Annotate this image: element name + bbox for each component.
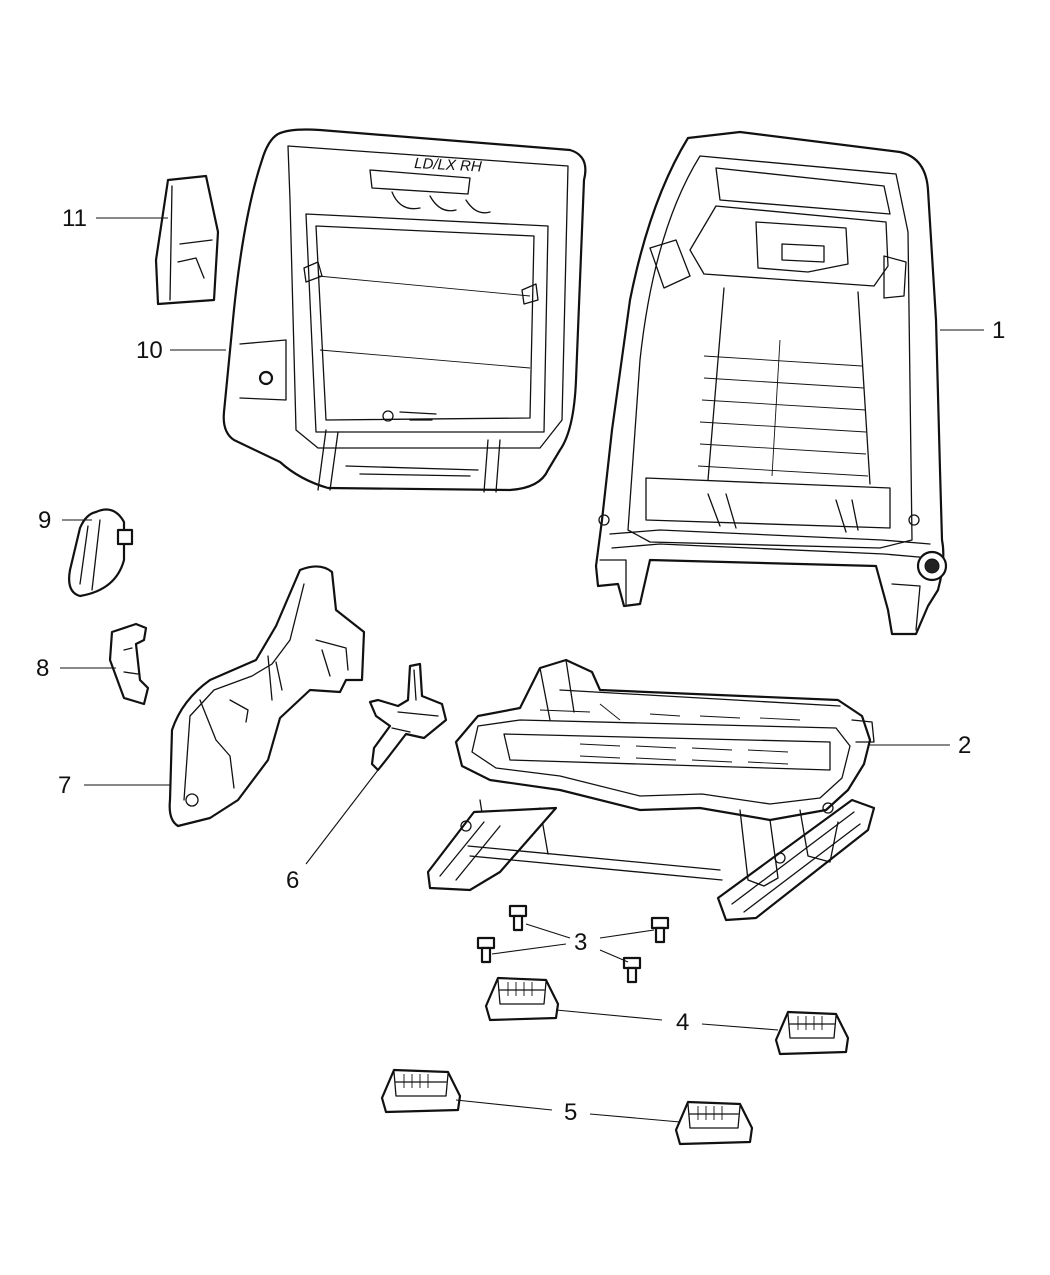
- leader-3: [491, 923, 655, 963]
- part-8-bracket: [108, 622, 150, 706]
- part-3-bolt-b: [476, 936, 496, 964]
- part-10-seat-back-panel: LD/LX RH: [222, 128, 587, 493]
- stamp-text: LD/LX RH: [414, 155, 482, 176]
- part-2-seat-cushion-frame: [426, 658, 876, 922]
- part-4-foot-cover-right: [774, 1010, 850, 1056]
- callout-10: 10: [136, 337, 163, 364]
- callout-1: 1: [992, 317, 1005, 344]
- part-1-seat-back-frame: [594, 130, 948, 636]
- leader-5: [455, 1099, 681, 1123]
- callout-9: 9: [38, 507, 51, 534]
- part-5-foot-cover-left: [380, 1068, 462, 1114]
- part-11-trim-pad: [154, 174, 220, 306]
- leader-6: [305, 769, 379, 865]
- callout-3: 3: [574, 929, 587, 956]
- callout-2: 2: [958, 732, 971, 759]
- callout-11: 11: [62, 205, 87, 232]
- part-7-side-shield: [168, 565, 366, 828]
- part-3-bolt-a: [508, 904, 528, 932]
- part-9-knob-cover: [68, 508, 134, 598]
- callout-5: 5: [564, 1099, 577, 1126]
- part-3-bolt-c: [650, 916, 670, 944]
- callout-8: 8: [36, 655, 49, 682]
- leader-lines: [60, 217, 984, 1123]
- part-4-foot-cover-left: [484, 976, 560, 1022]
- part-3-bolt-d: [622, 956, 642, 984]
- part-6-wire-bracket: [368, 662, 448, 772]
- callout-4: 4: [676, 1009, 689, 1036]
- leader-4: [555, 1009, 779, 1031]
- callout-7: 7: [58, 772, 71, 799]
- callout-6: 6: [286, 867, 299, 894]
- part-5-foot-cover-right: [674, 1100, 754, 1146]
